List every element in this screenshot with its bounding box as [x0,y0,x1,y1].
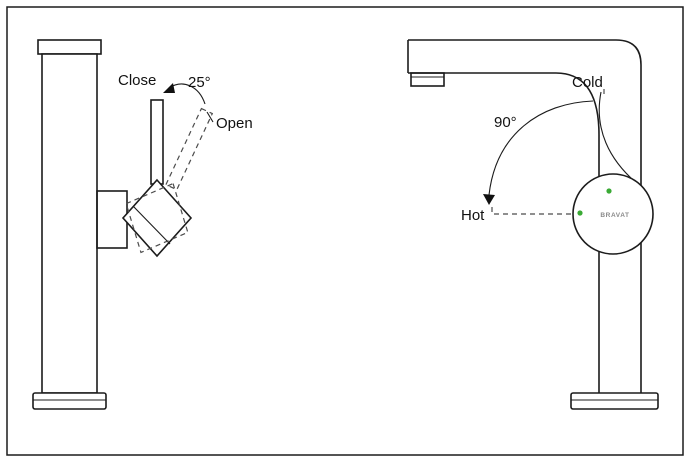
label-close: Close [118,72,156,89]
left-faucet-spout-cap [37,39,102,55]
hot-leader-line [491,207,571,215]
arrowhead-hot-direction [483,194,495,205]
label-hot: Hot [461,207,485,224]
handle-stem-open [165,107,214,191]
right-faucet-view: BRAVAT Cold 90° Hot [407,39,659,410]
right-faucet-outer-outline [408,39,642,393]
diagram-border [6,6,684,456]
handle-stem [150,99,164,185]
lever-edge-curve [598,91,641,187]
label-angle-25: 25° [188,74,211,91]
left-faucet-base [32,392,107,410]
right-faucet-base [570,392,659,410]
rotation-arc-90 [488,100,594,196]
left-faucet-body [41,53,98,394]
handle-closed-position [121,99,193,258]
open-leader-line [206,111,214,123]
left-faucet-view: Close 25° Open [32,39,253,410]
right-faucet-inner-outline [408,72,600,393]
brand-logo-text: BRAVAT [600,212,629,219]
knob-face [572,173,654,255]
label-cold: Cold [572,74,603,91]
handle-bracket [96,190,128,249]
spout-aerator [410,72,445,87]
handle-knob [121,178,193,258]
arrowhead-close-direction [163,83,175,93]
knob-green-dot-left [577,210,583,216]
handle-knob-facet [132,205,171,245]
label-angle-90: 90° [494,114,517,131]
handle-knob-open [125,182,189,254]
label-open: Open [216,115,253,132]
knob-green-dot-top [606,188,612,194]
